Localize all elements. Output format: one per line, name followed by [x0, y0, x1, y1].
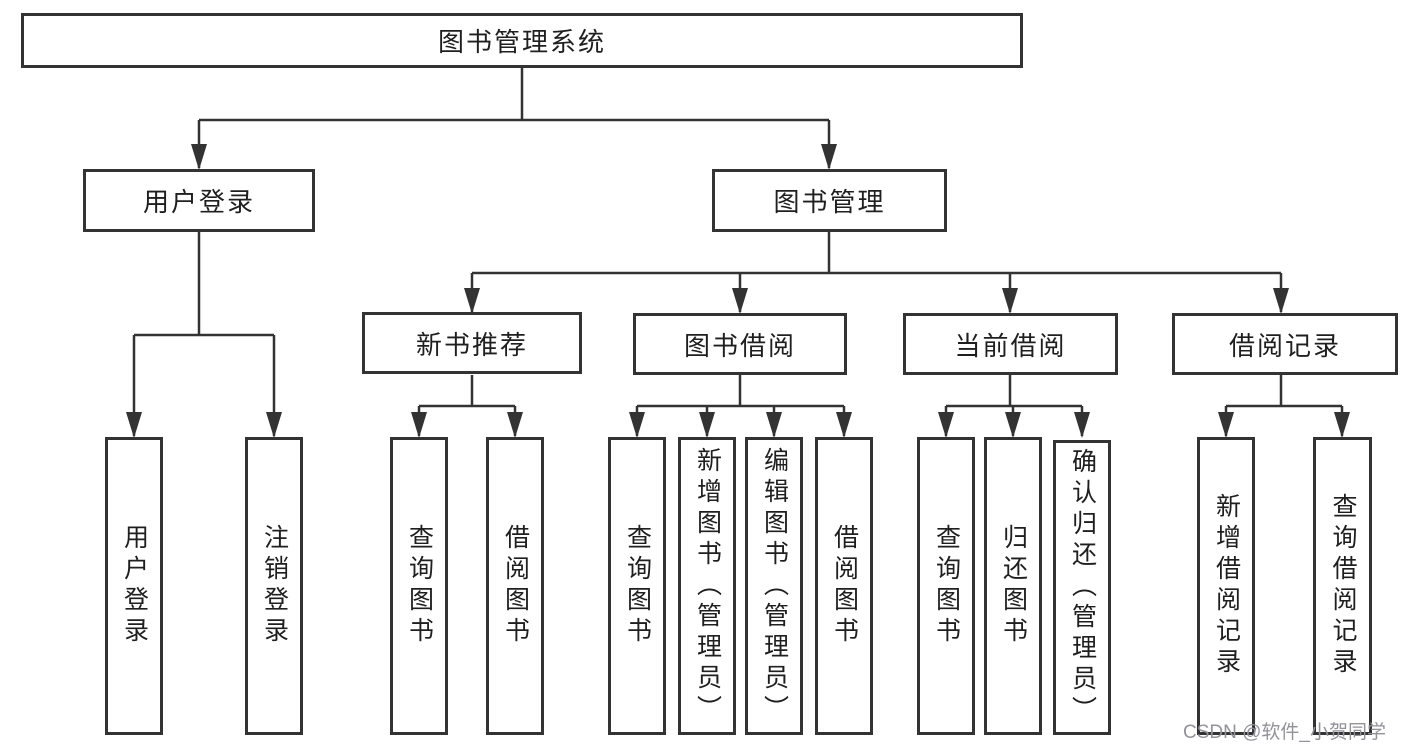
leaf-add-borrow-record: 新增借阅记录 — [1197, 437, 1255, 735]
node-label: 图书借阅 — [683, 330, 796, 361]
leaf-query-books-1: 查询图书 — [390, 437, 448, 735]
leaf-add-book-admin: 新增图书（管理员） — [678, 437, 736, 735]
node-new-book-recommend: 新书推荐 — [362, 312, 582, 374]
leaf-query-books-3: 查询图书 — [917, 437, 975, 735]
node-label: 查询图书 — [623, 524, 652, 648]
node-label: 借阅图书 — [501, 524, 530, 648]
node-book-management: 图书管理 — [712, 169, 947, 232]
node-label: 借阅记录 — [1228, 330, 1341, 361]
node-label: 用户登录 — [120, 524, 149, 648]
node-label: 图书管理 — [773, 187, 886, 217]
leaf-borrow-books-1: 借阅图书 — [486, 437, 544, 735]
node-current-borrowing: 当前借阅 — [903, 313, 1118, 375]
node-borrow-records: 借阅记录 — [1172, 313, 1398, 375]
leaf-edit-book-admin: 编辑图书（管理员） — [745, 437, 803, 735]
node-label: 确认归还（管理员） — [1068, 448, 1097, 727]
node-label: 新增借阅记录 — [1212, 493, 1241, 679]
leaf-logout: 注销登录 — [245, 437, 303, 735]
node-label: 新增图书（管理员） — [693, 446, 722, 726]
csdn-watermark: CSDN @软件_小贺同学 — [1183, 722, 1386, 743]
node-label: 查询图书 — [405, 524, 434, 648]
leaf-user-login: 用户登录 — [105, 437, 163, 735]
node-label: 当前借阅 — [954, 330, 1067, 361]
node-book-borrowing: 图书借阅 — [633, 313, 847, 375]
node-label: 查询图书 — [932, 524, 961, 648]
leaf-query-borrow-record: 查询借阅记录 — [1313, 437, 1372, 735]
node-label: 归还图书 — [999, 524, 1028, 648]
node-label: 用户登录 — [142, 187, 255, 217]
node-user-login: 用户登录 — [83, 169, 315, 232]
leaf-return-book: 归还图书 — [984, 437, 1042, 735]
leaf-borrow-books-2: 借阅图书 — [815, 437, 873, 735]
node-library-system: 图书管理系统 — [21, 13, 1023, 68]
leaf-confirm-return-admin: 确认归还（管理员） — [1053, 440, 1111, 735]
node-label: 借阅图书 — [830, 524, 859, 648]
node-label: 注销登录 — [260, 524, 289, 648]
node-label: 编辑图书（管理员） — [760, 446, 789, 726]
node-label: 查询借阅记录 — [1329, 493, 1357, 679]
node-label: 新书推荐 — [415, 329, 528, 360]
leaf-query-books-2: 查询图书 — [608, 437, 666, 735]
node-label: 图书管理系统 — [437, 27, 606, 57]
